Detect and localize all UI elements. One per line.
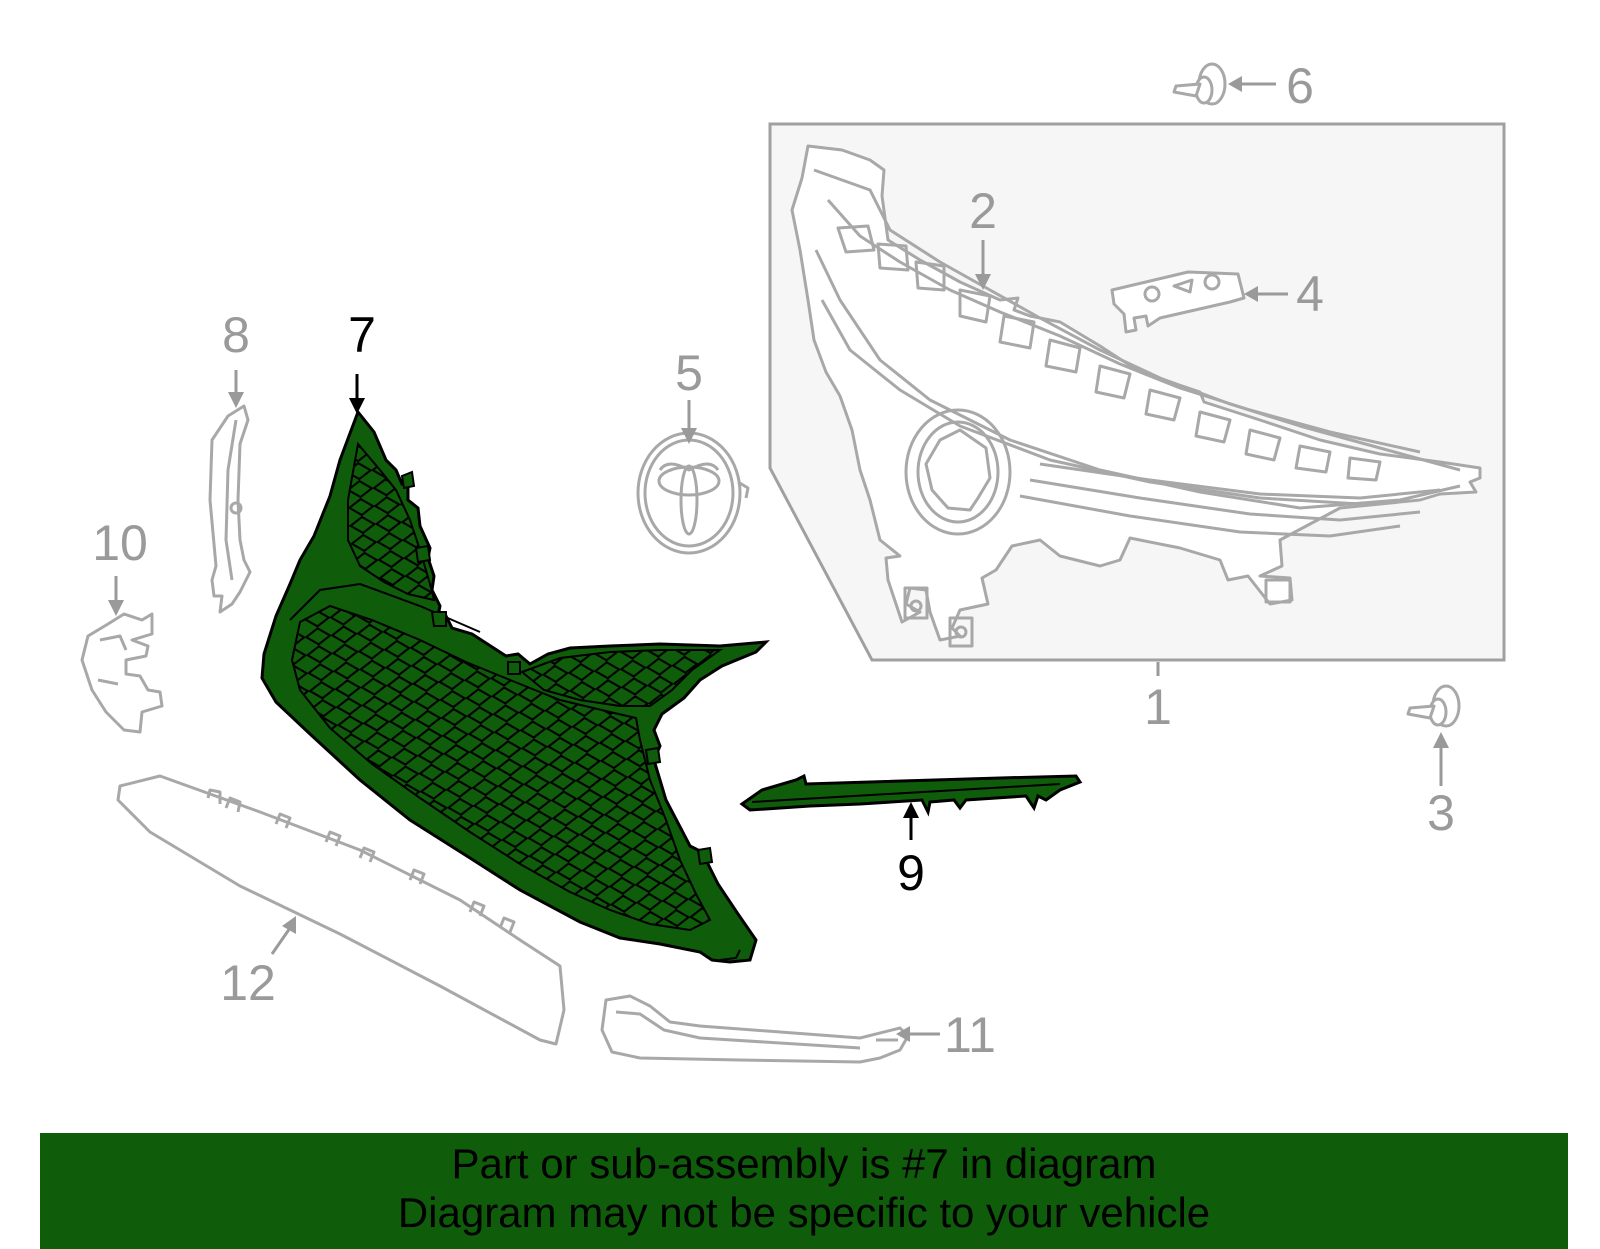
callout-11: 11 — [944, 1007, 996, 1063]
callout-9: 9 — [897, 845, 925, 901]
info-banner: Part or sub-assembly is #7 in diagram Di… — [40, 1133, 1568, 1249]
bracket-part-10 — [80, 612, 164, 734]
callout-10: 10 — [92, 515, 148, 571]
grille-part-7-highlighted — [260, 409, 770, 964]
callout-12: 12 — [220, 955, 276, 1011]
leaders — [108, 76, 1449, 1042]
banner-part-line: Part or sub-assembly is #7 in diagram — [451, 1140, 1157, 1187]
trim-strip-part-9 — [739, 773, 1083, 817]
callout-6: 6 — [1286, 58, 1314, 114]
parts-diagram: 1 2 3 4 5 6 7 8 9 10 11 12 — [80, 58, 1506, 1064]
bracket-part-4 — [1110, 270, 1246, 334]
callout-7: 7 — [348, 307, 376, 363]
molding-part-11 — [600, 994, 910, 1064]
grille-assembly-part — [790, 144, 1482, 648]
callout-labels: 1 2 3 4 5 6 7 8 9 10 11 12 — [92, 58, 1455, 1063]
callout-3: 3 — [1427, 785, 1455, 841]
callout-2: 2 — [969, 183, 997, 239]
screw-part-3 — [1406, 684, 1461, 728]
screw-part-6 — [1172, 62, 1227, 106]
strip-part-12 — [116, 774, 566, 1046]
callout-8: 8 — [222, 307, 250, 363]
banner-disclaimer-line: Diagram may not be specific to your vehi… — [397, 1189, 1211, 1236]
callout-5: 5 — [675, 345, 703, 401]
callout-4: 4 — [1296, 266, 1324, 322]
callout-1: 1 — [1144, 679, 1172, 735]
trim-part-8 — [208, 404, 252, 614]
emblem-part-5 — [636, 431, 750, 555]
